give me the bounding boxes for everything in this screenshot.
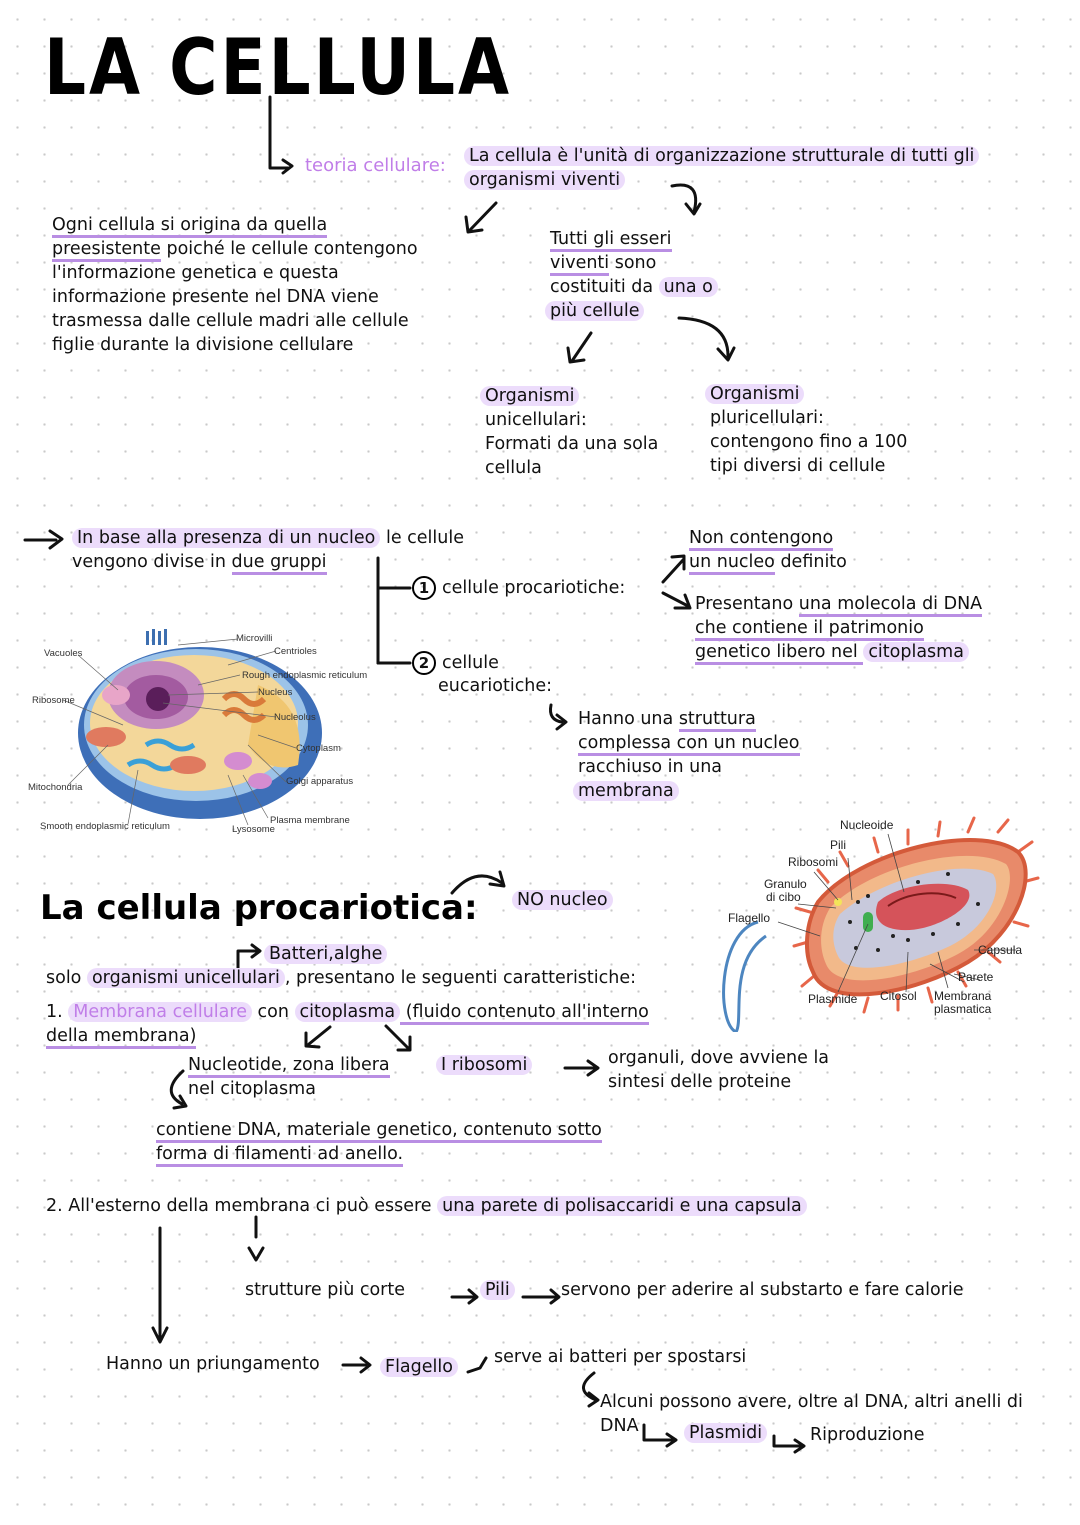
unicellular-line: solo organismi unicellulari, presentano …	[46, 968, 637, 988]
label-plasmide: Plasmide	[808, 992, 858, 1006]
euk-desc-line-1: Hanno una struttura	[578, 708, 756, 732]
pluri-line-1: Organismi	[705, 383, 805, 407]
pluri-line-2: pluricellulari:	[710, 408, 824, 428]
pluri-line-3: contengono fino a 100	[710, 432, 908, 452]
euk-label-line-2: eucariotiche:	[438, 676, 553, 696]
beings-line-3: costituiti da una o	[550, 276, 718, 300]
label-vacuoles: Vacuoles	[44, 648, 83, 659]
label-parete: Parete	[958, 970, 994, 984]
prok-dna-line-3: genetico libero nel citoplasma	[695, 641, 969, 665]
prokaryotic-cell-illustration	[722, 816, 1040, 1034]
theory-label: teoria cellulare:	[305, 155, 446, 176]
label-capsula: Capsula	[978, 943, 1023, 957]
no-nucleus-note: NO nucleo	[512, 889, 613, 913]
beings-line-4: più cellule	[545, 300, 645, 324]
beings-line-2: viventi sono	[550, 252, 656, 276]
label-nucleolus: Nucleolus	[274, 712, 316, 723]
label-granulo-1: Granulo	[764, 877, 807, 891]
prok-section-title: La cellula procariotica:	[40, 888, 478, 928]
origin-line-2: preesistente poiché le cellule contengon…	[52, 238, 418, 262]
label-nucleoide: Nucleoide	[840, 818, 894, 832]
plasmidi-label: Plasmidi	[684, 1422, 768, 1446]
label-membrana-2: plasmatica	[934, 1002, 992, 1016]
nucleotide-line-2: nel citoplasma	[188, 1079, 316, 1099]
origin-line-1: Ogni cellula si origina da quella	[52, 214, 328, 238]
euk-desc-line-4: membrana	[573, 780, 679, 804]
origin-line-5: trasmessa dalle cellule madri alle cellu…	[52, 311, 409, 331]
label-rough-er: Rough endoplasmic reticulum	[242, 670, 368, 681]
label-golgi: Golgi apparatus	[286, 776, 354, 787]
rings-line-2: DNA	[600, 1416, 639, 1436]
origin-line-3: l'informazione genetica e questa	[52, 263, 339, 283]
riproduzione-label: Riproduzione	[810, 1425, 925, 1445]
label-mitochondria: Mitochondria	[28, 782, 83, 793]
label-cytoplasm: Cytoplasm	[296, 743, 341, 754]
euk-desc-line-3: racchiuso in una	[578, 757, 723, 777]
label-plasma-membrane: Plasma membrane	[270, 815, 350, 826]
pili-description: servono per aderire al substarto e fare …	[561, 1280, 964, 1300]
uni-line-2: unicellulari:	[485, 410, 587, 430]
label-ribosomi: Ribosomi	[788, 855, 839, 869]
nucleus-intro-line-1: In base alla presenza di un nucleo le ce…	[72, 527, 464, 551]
flagello-label: Flagello	[380, 1356, 458, 1380]
label-microvilli: Microvilli	[236, 633, 273, 644]
uni-line-4: cellula	[485, 458, 542, 478]
prolongation-line: Hanno un priungamento	[106, 1354, 320, 1374]
label-nucleus: Nucleus	[258, 687, 293, 698]
pili-label: Pili	[480, 1279, 515, 1303]
eukaryotic-cell-illustration	[62, 629, 322, 826]
label-granulo-2: di cibo	[766, 890, 801, 904]
label-ribosome: Ribosome	[32, 695, 75, 706]
uni-line-3: Formati da una sola	[485, 434, 659, 454]
euk-desc-line-2: complessa con un nucleo	[578, 732, 800, 756]
organuli-line-1: organuli, dove avviene la	[608, 1048, 830, 1068]
rings-line-1: Alcuni possono avere, oltre al DNA, altr…	[600, 1392, 1023, 1412]
prok-dna-line-2: che contiene il patrimonio	[695, 617, 924, 641]
label-pili: Pili	[830, 838, 847, 852]
flagello-description: serve ai batteri per spostarsi	[494, 1347, 747, 1367]
prokaryotic-cell-figure: Nucleoide Pili Ribosomi Granulo di cibo …	[718, 812, 1068, 1034]
label-citosol: Citosol	[880, 989, 917, 1003]
theory-statement-line-2: organismi viventi	[464, 169, 626, 193]
point-1-line-1: 1. Membrana cellulare con citoplasma (fl…	[46, 1001, 649, 1025]
point-1-line-2: della membrana)	[46, 1025, 197, 1049]
label-membrana-1: Membrana	[934, 989, 992, 1003]
uni-line-1: Organismi	[480, 385, 580, 409]
prok-number: 1	[412, 576, 436, 600]
point-2-line: 2. All'esterno della membrana ci può ess…	[46, 1195, 807, 1219]
organuli-line-2: sintesi delle proteine	[608, 1072, 792, 1092]
beings-line-1: Tutti gli esseri	[550, 228, 672, 252]
label-smooth-er: Smooth endoplasmic reticulum	[40, 821, 170, 832]
nucleus-intro-line-2: vengono divise in due gruppi	[72, 551, 327, 575]
pluri-line-4: tipi diversi di cellule	[710, 456, 886, 476]
origin-line-6: figlie durante la divisione cellulare	[52, 335, 354, 355]
prok-no-nucleus-line-1: Non contengono	[689, 527, 834, 551]
prok-dna-line-1: Presentano una molecola di DNA	[695, 593, 983, 617]
euk-number: 2	[412, 651, 436, 675]
short-structures: strutture più corte	[245, 1280, 405, 1300]
label-flagello: Flagello	[728, 911, 771, 925]
dna-line-1: contiene DNA, materiale genetico, conten…	[156, 1119, 602, 1143]
label-lysosome: Lysosome	[232, 824, 275, 835]
prok-no-nucleus-line-2: un nucleo definito	[689, 551, 847, 575]
label-centrioles: Centrioles	[274, 646, 317, 657]
origin-line-4: informazione presente nel DNA viene	[52, 287, 379, 307]
page-title: LA CELLULA	[44, 22, 513, 113]
dna-line-2: forma di filamenti ad anello.	[156, 1143, 404, 1167]
bacteria-note: Batteri,alghe	[264, 943, 388, 967]
theory-statement-line-1: La cellula è l'unità di organizzazione s…	[464, 145, 980, 169]
eukaryotic-cell-figure: Microvilli Centrioles Vacuoles Rough end…	[28, 625, 367, 835]
nucleotide-line-1: Nucleotide, zona libera	[188, 1054, 390, 1078]
ribosomi-label: I ribosomi	[436, 1054, 533, 1078]
